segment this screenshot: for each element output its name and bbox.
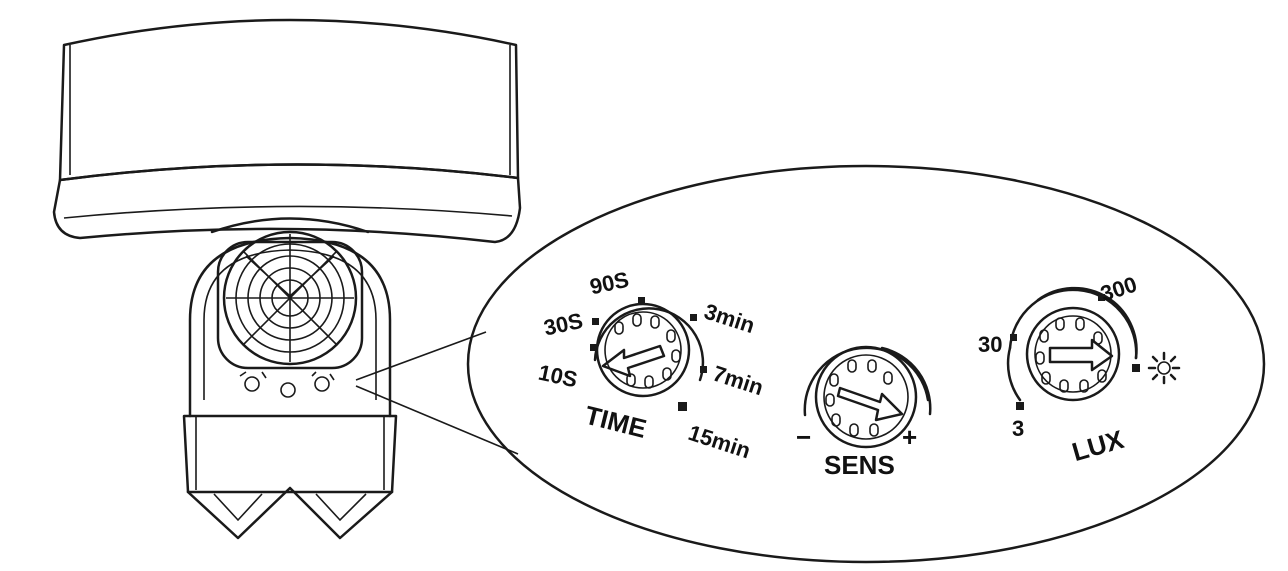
lux-tick-3: 3 xyxy=(1012,416,1024,441)
mini-dials xyxy=(239,371,335,398)
lux-dial-pointer xyxy=(1048,338,1114,372)
sensor-base xyxy=(182,414,398,540)
lux-tick-300: 300 xyxy=(1097,271,1140,306)
pir-lens xyxy=(216,230,364,370)
time-tick-90s: 90S xyxy=(588,267,631,300)
sens-dial-pointer xyxy=(836,386,904,422)
lux-dial-label: LUX xyxy=(1069,424,1128,467)
sens-max-symbol: + xyxy=(902,422,917,452)
sun-icon xyxy=(1147,351,1181,385)
sensor-device xyxy=(52,18,522,540)
time-tick-3min: 3min xyxy=(701,299,758,339)
time-dial-pointer xyxy=(601,344,666,378)
time-tick-30s: 30S xyxy=(541,308,584,341)
lux-dial[interactable]: 3 30 300 LUX xyxy=(978,271,1181,467)
time-dial[interactable]: 10S 30S 90S 3min 7min 15min TIME xyxy=(536,267,766,464)
sens-dial[interactable]: − + SENS xyxy=(796,345,932,480)
time-dial-grips xyxy=(614,313,681,389)
time-tick-15min: 15min xyxy=(685,420,753,463)
callout-lines xyxy=(355,331,519,455)
lamp-head xyxy=(52,18,522,244)
time-dial-label: TIME xyxy=(582,400,650,444)
time-tick-7min: 7min xyxy=(710,361,767,401)
lux-dial-grips xyxy=(1035,317,1107,393)
zoom-callout xyxy=(466,164,1266,564)
sensor-housing xyxy=(188,217,392,418)
sens-dial-label: SENS xyxy=(824,450,895,480)
time-tick-10s: 10S xyxy=(536,360,579,393)
lux-tick-30: 30 xyxy=(978,332,1002,357)
sens-dial-grips xyxy=(825,359,893,437)
sens-min-symbol: − xyxy=(796,422,811,452)
